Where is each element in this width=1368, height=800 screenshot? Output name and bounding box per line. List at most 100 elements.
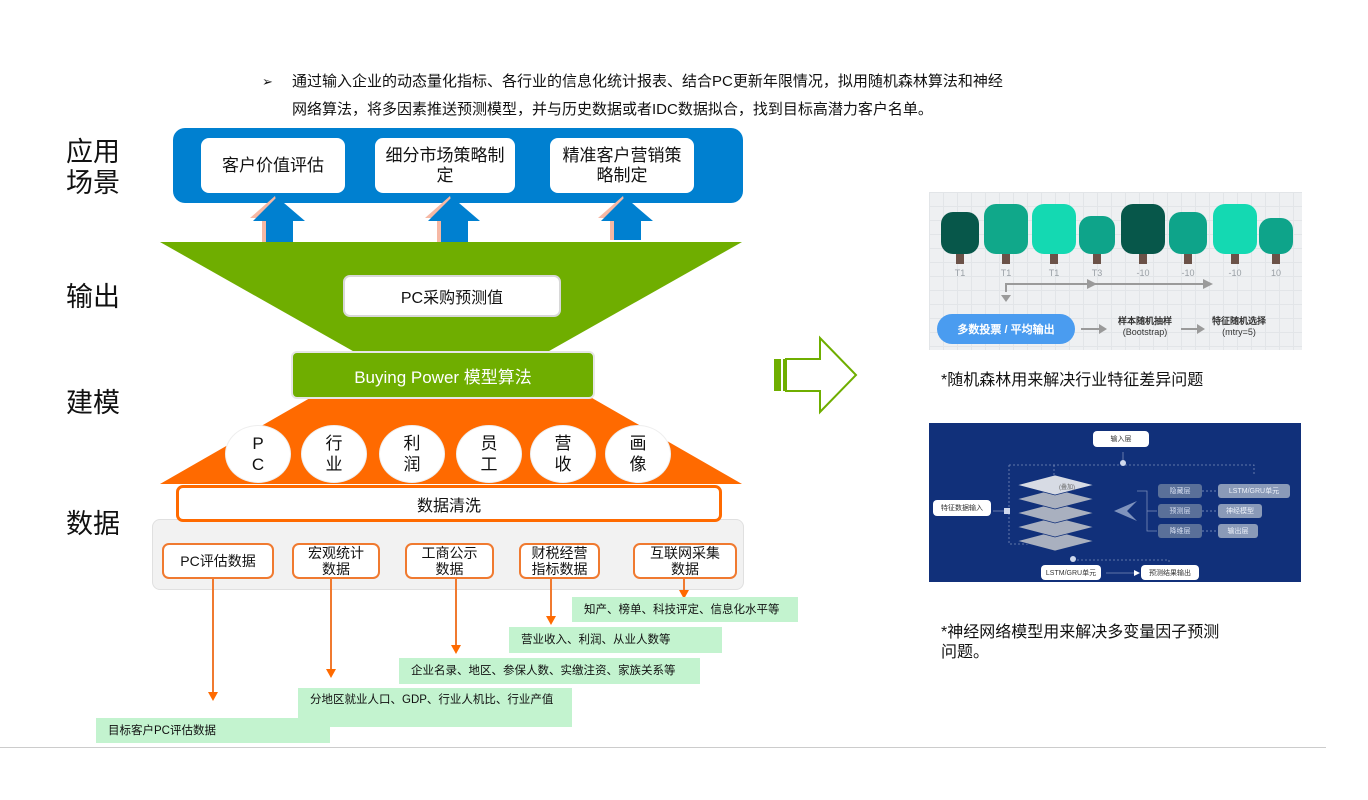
stage-label-application-line2: 场景 xyxy=(66,168,120,198)
model-algorithm-box: Buying Power 模型算法 xyxy=(291,351,595,399)
arrow-down-icon xyxy=(326,669,336,678)
connector-line xyxy=(330,579,332,671)
note-pc-assessment: 目标客户PC评估数据 xyxy=(96,718,330,743)
tree-trunk xyxy=(1272,254,1280,264)
tree-label: T3 xyxy=(1091,268,1103,278)
feature-select-step: 特征随机选择 (mtry=5) xyxy=(1201,316,1277,338)
bootstrap-step: 样本随机抽样 (Bootstrap) xyxy=(1107,316,1183,338)
tree-label: -10 xyxy=(1181,268,1195,278)
tree-label: T1 xyxy=(1048,268,1060,278)
feature-circle-pc: PC xyxy=(225,425,291,483)
feature-circle-profile: 画像 xyxy=(605,425,671,483)
random-forest-caption: *随机森林用来解决行业特征差异问题 xyxy=(941,372,1204,389)
intro-line-1: 通过输入企业的动态量化指标、各行业的信息化统计报表、结合PC更新年限情况，拟用随… xyxy=(292,73,1003,90)
feature-label: PC xyxy=(251,434,265,474)
feature-label: 营收 xyxy=(554,434,572,474)
feature-label: 行业 xyxy=(325,434,343,474)
arrow-down-icon xyxy=(208,692,218,701)
tree-label: 10 xyxy=(1270,268,1281,278)
source-tax-operations: 财税经营指标数据 xyxy=(519,543,600,579)
connector-line xyxy=(455,579,457,646)
source-label: 宏观统计数据 xyxy=(308,545,364,577)
bottom-divider xyxy=(0,747,1326,748)
tree-crown xyxy=(1032,204,1076,254)
connector-line xyxy=(550,579,552,617)
nn-stack-layer xyxy=(1015,488,1095,510)
tree-crown xyxy=(984,204,1028,254)
majority-vote-button: 多数投票 / 平均输出 xyxy=(937,314,1075,344)
forest-flow-arrows xyxy=(1001,279,1213,334)
result-output-box: 预测结果输出 xyxy=(1141,565,1199,580)
scenario-precision-marketing: 精准客户营销策略制定 xyxy=(550,138,694,193)
neural-network-caption: *神经网络模型用来解决多变量因子预测 问题。 xyxy=(941,623,1271,663)
arrow-bullet-icon: ➢ xyxy=(262,74,273,89)
tree-trunk xyxy=(1093,254,1101,264)
tree-crown xyxy=(1121,204,1165,254)
note-macro-data: 分地区就业人口、GDP、行业人机比、行业产值 xyxy=(298,688,572,727)
source-pc-assessment: PC评估数据 xyxy=(162,543,274,579)
feature-label: 利润 xyxy=(403,434,421,474)
source-label: 财税经营指标数据 xyxy=(531,545,588,577)
feature-circle-profit: 利润 xyxy=(379,425,445,483)
nn-unit-output: 输出层 xyxy=(1218,524,1258,538)
tree-trunk xyxy=(1139,254,1147,264)
intro-paragraph: ➢ 通过输入企业的动态量化指标、各行业的信息化统计报表、结合PC更新年限情况，拟… xyxy=(262,68,1102,124)
source-label: 互联网采集数据 xyxy=(650,545,720,577)
feature-input-box: 特征数据输入 xyxy=(933,500,991,516)
feature-circle-industry: 行业 xyxy=(301,425,367,483)
feature-label: 员工 xyxy=(480,434,498,474)
tree-trunk xyxy=(1231,254,1239,264)
tree-crown xyxy=(941,212,979,254)
feature-label: 画像 xyxy=(629,434,647,474)
feature-select-sub: (mtry=5) xyxy=(1222,327,1256,337)
connector-line xyxy=(212,579,214,693)
nn-unit-lstm: LSTM/GRU单元 xyxy=(1218,484,1290,498)
right-arrow-icon xyxy=(774,335,858,415)
application-scenario-bar: 客户价值评估 细分市场策略制定 精准客户营销策略制定 xyxy=(173,128,743,203)
source-internet-crawl: 互联网采集数据 xyxy=(633,543,737,579)
output-prediction-box: PC采购预测值 xyxy=(343,275,561,317)
stage-label-output: 输出 xyxy=(66,282,120,312)
nn-stack-layer xyxy=(1015,516,1095,538)
feature-circle-revenue: 营收 xyxy=(530,425,596,483)
scenario-customer-value: 客户价值评估 xyxy=(201,138,345,193)
note-internet-data: 知产、榜单、科技评定、信息化水平等 xyxy=(572,597,798,622)
up-arrow-icon xyxy=(425,196,480,242)
bootstrap-step-sub: (Bootstrap) xyxy=(1122,327,1168,337)
note-tax-data: 营业收入、利润、从业人数等 xyxy=(509,627,722,653)
nn-stack-layer xyxy=(1015,474,1095,496)
neural-network-illustration: 输入层 特征数据输入 (叠加) 隐藏层 预测层 降维层 LSTM/GRU单元 神… xyxy=(929,423,1301,582)
intro-line-2: 网络算法，将多因素推送预测模型，并与历史数据或者IDC数据拟合，找到目标高潜力客… xyxy=(292,101,933,118)
arrow-down-icon xyxy=(546,616,556,625)
neural-network-caption-line2: 问题。 xyxy=(941,644,990,661)
stage-label-data: 数据 xyxy=(66,509,120,539)
up-arrow-icon xyxy=(250,196,305,242)
nn-stack-layer xyxy=(1015,530,1095,552)
stage-label-application: 应用 场景 xyxy=(66,137,136,199)
tree-crown xyxy=(1079,216,1115,254)
source-business-registry: 工商公示数据 xyxy=(405,543,494,579)
tree-crown xyxy=(1169,212,1207,254)
lstm-unit-box: LSTM/GRU单元 xyxy=(1041,565,1101,580)
input-layer-box: 输入层 xyxy=(1093,431,1149,447)
neural-network-caption-line1: *神经网络模型用来解决多变量因子预测 xyxy=(941,624,1220,641)
stack-label: (叠加) xyxy=(1059,485,1075,491)
nn-layer-reduce: 降维层 xyxy=(1158,524,1202,538)
tree-trunk xyxy=(1050,254,1058,264)
tree-label: T1 xyxy=(1000,268,1012,278)
note-registry-data: 企业名录、地区、参保人数、实缴注资、家族关系等 xyxy=(399,658,700,684)
tree-trunk xyxy=(956,254,964,264)
nn-unit-neural: 神经模型 xyxy=(1218,504,1262,518)
nn-layer-predict: 预测层 xyxy=(1158,504,1202,518)
tree-crown xyxy=(1259,218,1293,254)
up-arrow-icon xyxy=(598,196,653,240)
tree-label: -10 xyxy=(1228,268,1242,278)
feature-circle-employees: 员工 xyxy=(456,425,522,483)
scenario-segment-strategy: 细分市场策略制定 xyxy=(375,138,515,193)
tree-trunk xyxy=(1184,254,1192,264)
nn-layer-hidden: 隐藏层 xyxy=(1158,484,1202,498)
tree-trunk xyxy=(1002,254,1010,264)
source-macro-statistics: 宏观统计数据 xyxy=(292,543,380,579)
connector-line xyxy=(683,579,685,591)
